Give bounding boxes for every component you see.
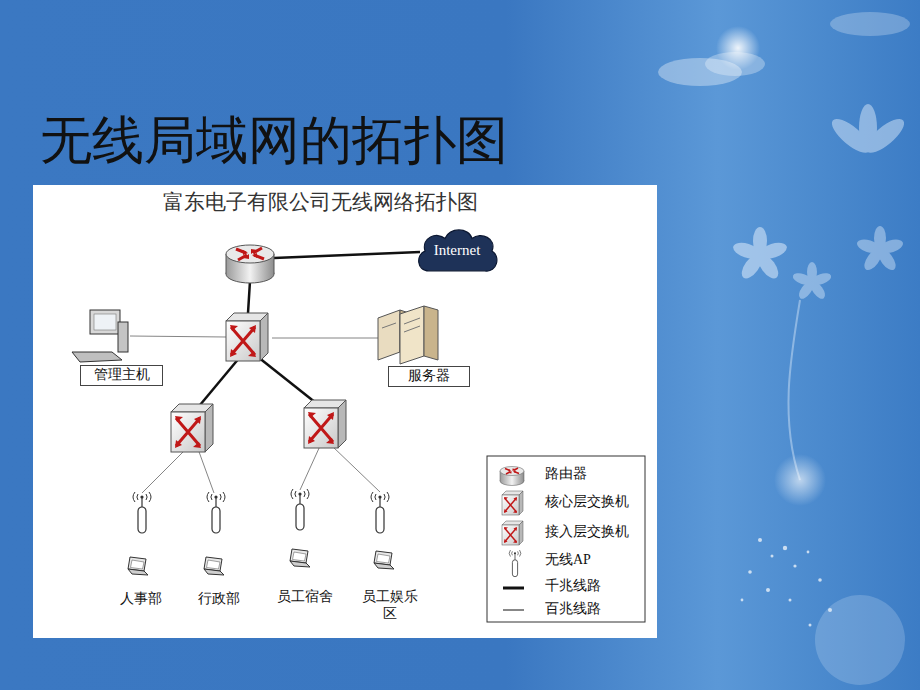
legend-text: 接入层交换机 bbox=[545, 524, 629, 541]
art-part bbox=[503, 610, 524, 611]
wires bbox=[130, 252, 420, 493]
art-part bbox=[142, 449, 186, 493]
label-box: 服务器 bbox=[388, 366, 470, 387]
laptop-icon bbox=[204, 557, 224, 575]
slide-title: 无线局域网的拓扑图 bbox=[40, 110, 508, 172]
legend-text: 千兆线路 bbox=[545, 578, 601, 595]
node-text: 服务器 bbox=[399, 368, 459, 385]
art-part bbox=[818, 578, 822, 582]
art-part bbox=[198, 449, 214, 493]
decoration bbox=[658, 12, 910, 685]
laptop-icon bbox=[290, 549, 310, 567]
department-label: 员工娱乐区 bbox=[359, 589, 421, 623]
art-part bbox=[72, 352, 122, 362]
legend-box bbox=[487, 456, 645, 622]
art-part bbox=[807, 551, 810, 554]
art-part bbox=[783, 546, 787, 550]
ap-icon bbox=[291, 489, 309, 530]
art-part bbox=[382, 323, 396, 328]
art-part bbox=[487, 456, 645, 622]
art-part bbox=[705, 52, 765, 76]
art-part bbox=[766, 588, 770, 592]
art-part bbox=[502, 521, 523, 545]
art-part bbox=[774, 454, 826, 506]
art-part bbox=[130, 336, 226, 337]
art-part bbox=[827, 104, 909, 158]
art-part bbox=[300, 446, 320, 490]
art-part bbox=[500, 467, 524, 486]
department-label: 行政部 bbox=[198, 591, 240, 608]
art-part bbox=[400, 306, 424, 364]
art-part bbox=[771, 555, 774, 558]
art-part bbox=[827, 114, 875, 159]
art-part bbox=[791, 262, 832, 301]
node-text: Internet bbox=[434, 241, 481, 259]
art-part bbox=[741, 538, 832, 627]
department-label: 人事部 bbox=[120, 591, 162, 608]
art-part bbox=[855, 226, 904, 273]
ap-icon bbox=[133, 492, 151, 533]
art-part bbox=[758, 538, 762, 542]
legend-text: 核心层交换机 bbox=[545, 494, 629, 511]
art-part bbox=[424, 306, 438, 360]
legend-text: 路由器 bbox=[545, 466, 587, 483]
art-part bbox=[404, 318, 420, 324]
art-part bbox=[791, 271, 813, 287]
diagram-heading: 富东电子有限公司无线网络拓扑图 bbox=[163, 190, 478, 215]
art-part bbox=[509, 550, 520, 577]
access-switch-icon bbox=[171, 404, 213, 452]
art-part bbox=[258, 357, 316, 403]
label-box: 管理主机 bbox=[80, 365, 163, 386]
art-part bbox=[502, 521, 523, 545]
laptop-icon bbox=[374, 551, 394, 569]
art-part bbox=[332, 446, 380, 492]
node-text: 管理主机 bbox=[91, 367, 152, 384]
art-part bbox=[748, 570, 752, 574]
art-part bbox=[378, 310, 400, 360]
laptop-icon bbox=[128, 557, 148, 575]
art-part bbox=[90, 310, 120, 334]
access-switch-icon bbox=[304, 400, 346, 448]
art-part bbox=[793, 564, 796, 567]
art-part bbox=[248, 281, 250, 313]
art-part bbox=[741, 599, 744, 602]
art-part bbox=[502, 491, 523, 515]
art-part bbox=[830, 12, 910, 36]
art-part bbox=[509, 550, 520, 577]
router-icon bbox=[226, 245, 274, 283]
art-part bbox=[404, 326, 420, 332]
internet-cloud: Internet bbox=[415, 225, 499, 275]
department-label: 员工宿舍 bbox=[277, 589, 333, 606]
legend-text: 无线AP bbox=[545, 552, 591, 569]
art-part bbox=[503, 587, 524, 590]
art-part bbox=[502, 491, 523, 515]
legend-text: 百兆线路 bbox=[545, 601, 601, 618]
ap-icon bbox=[207, 492, 225, 533]
art-part bbox=[118, 322, 128, 352]
pc-icon bbox=[72, 310, 128, 362]
art-part bbox=[731, 240, 762, 262]
art-part bbox=[731, 227, 789, 282]
art-part bbox=[815, 595, 905, 685]
art-part bbox=[200, 357, 240, 405]
ap-icon bbox=[371, 492, 389, 533]
art-part bbox=[274, 252, 420, 258]
art-part bbox=[788, 300, 800, 480]
art-part bbox=[500, 467, 524, 486]
cloud-outline bbox=[419, 230, 497, 271]
server-icon bbox=[378, 306, 438, 364]
art-part bbox=[272, 338, 378, 339]
art-part bbox=[855, 237, 882, 256]
diagram-panel bbox=[33, 185, 657, 638]
art-part bbox=[94, 314, 116, 330]
core-switch-icon bbox=[226, 313, 268, 361]
art-part bbox=[809, 624, 812, 627]
art-part bbox=[789, 599, 792, 602]
